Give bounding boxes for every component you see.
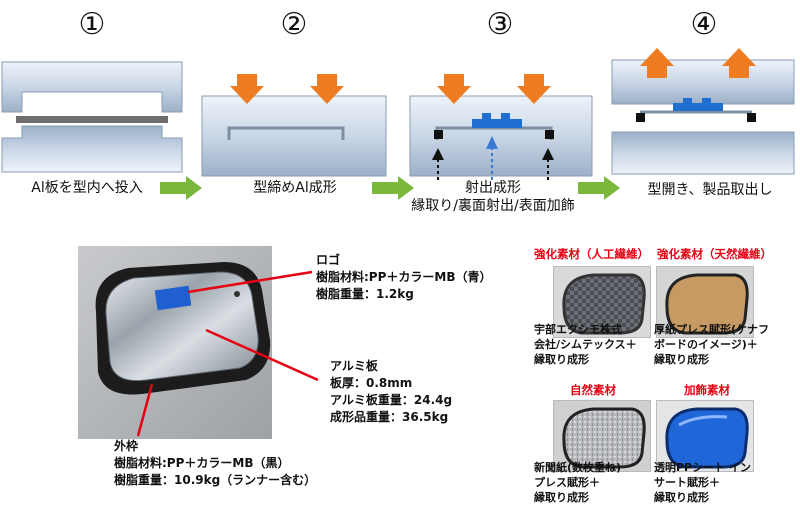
step-caption-4: 型開き、製品取出し — [647, 182, 773, 198]
open-arrow — [640, 48, 674, 78]
open-arrow — [722, 48, 756, 78]
material-photo-natural — [553, 400, 651, 472]
leader-line-aluminum — [205, 328, 319, 382]
step4-mold — [611, 48, 795, 175]
callout-logo-title: ロゴ — [316, 253, 341, 267]
flow-arrow — [160, 176, 202, 200]
callout-aluminum: アルミ板 板厚：0.8mm アルミ板重量：24.4g 成形品重量：36.5kg — [330, 358, 452, 426]
material-title-decorative: 加飾素材 — [684, 383, 730, 397]
step-caption-2: 型締めAl成形 — [253, 180, 337, 196]
step-number-1: ① — [78, 7, 106, 42]
material-photo-synthetic — [553, 266, 651, 338]
callout-logo: ロゴ 樹脂材料:PP＋カラーMB（青） 樹脂重量：1.2kg — [316, 252, 491, 303]
step3-mold — [409, 74, 593, 180]
callout-aluminum-thickness: 板厚：0.8mm — [330, 376, 413, 390]
press-arrow — [310, 74, 344, 104]
callout-frame-material: 樹脂材料:PP＋カラーMB（黒） — [114, 456, 290, 470]
step-number-3: ③ — [486, 7, 514, 42]
step-number-2: ② — [280, 7, 308, 42]
step-number-4: ④ — [690, 7, 718, 42]
flow-arrow — [578, 176, 620, 200]
step-caption-3: 射出成形 — [465, 180, 521, 196]
material-desc-decorative: 透明PPシート イン サート賦形＋ 縁取り成形 — [654, 461, 751, 504]
material-title-natural-fiber: 強化素材（天然繊維） — [657, 247, 772, 261]
material-photo-decorative — [656, 400, 754, 472]
product-photo — [78, 246, 272, 439]
callout-frame-title: 外枠 — [114, 439, 139, 453]
press-arrow — [437, 74, 471, 104]
callout-logo-weight: 樹脂重量：1.2kg — [316, 287, 414, 301]
callout-frame-weight: 樹脂重量：10.9kg（ランナー含む） — [114, 473, 317, 487]
callout-aluminum-product-weight: 成形品重量：36.5kg — [330, 410, 449, 424]
leader-line-logo — [187, 270, 313, 294]
logo-emblem — [154, 285, 192, 311]
leader-line-frame — [136, 383, 154, 437]
material-desc-natural: 新聞紙(数枚重ね) プレス賦形＋ 縁取り成形 — [534, 461, 622, 504]
callout-aluminum-sheet-weight: アルミ板重量：24.4g — [330, 393, 453, 407]
material-photo-natural-fiber — [656, 266, 754, 338]
material-desc-synthetic: 宇部エクシモ株式 会社/シムテックス＋ 縁取り成形 — [534, 323, 637, 366]
callout-logo-material: 樹脂材料:PP＋カラーMB（青） — [316, 270, 492, 284]
press-arrow — [230, 74, 264, 104]
callout-aluminum-title: アルミ板 — [330, 359, 378, 373]
step-caption-3-sub: 縁取り/裏面射出/表面加飾 — [411, 198, 575, 214]
material-title-synthetic: 強化素材（人工繊維） — [534, 247, 649, 261]
material-desc-natural-fiber: 厚紙プレス賦形(ケナフ ボードのイメージ)＋ 縁取り成形 — [654, 323, 770, 366]
step1-mold — [1, 61, 183, 173]
step2-mold — [201, 74, 387, 177]
flow-arrow — [372, 176, 414, 200]
material-title-natural: 自然素材 — [570, 383, 616, 397]
press-arrow — [517, 74, 551, 104]
aluminum-sheet — [16, 116, 168, 123]
callout-frame: 外枠 樹脂材料:PP＋カラーMB（黒） 樹脂重量：10.9kg（ランナー含む） — [114, 438, 316, 489]
step-caption-1: Al板を型内へ投入 — [31, 180, 143, 196]
